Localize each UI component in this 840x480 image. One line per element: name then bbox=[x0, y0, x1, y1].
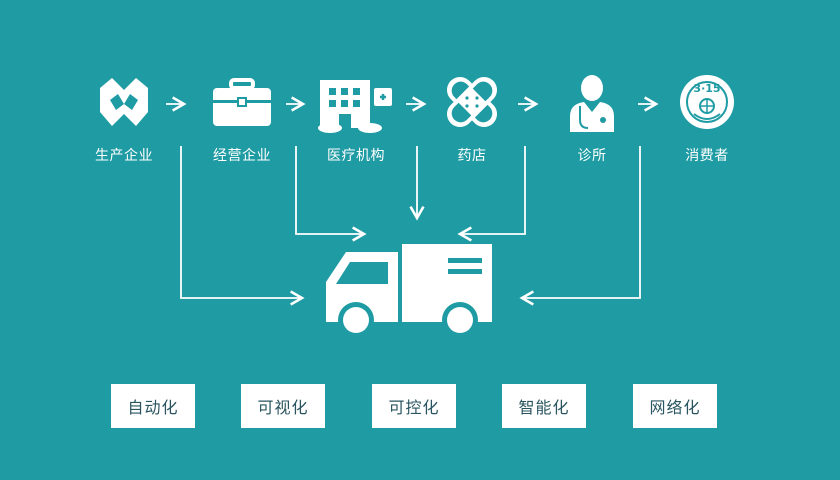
doctor-icon bbox=[570, 75, 614, 132]
feature-visualization: 可视化 bbox=[241, 384, 325, 428]
consumer-315-icon: 3·15 bbox=[680, 75, 734, 129]
connector-distributor-truck bbox=[295, 146, 367, 242]
node-label-consumer: 消费者 bbox=[685, 148, 729, 164]
node-label-distributor: 经营企业 bbox=[213, 148, 271, 164]
manufacturer-logo-icon bbox=[100, 78, 148, 126]
svg-text:3·15: 3·15 bbox=[693, 82, 720, 95]
node-label-pharmacy: 药店 bbox=[457, 148, 487, 164]
connector-manufacturer-truck bbox=[180, 146, 305, 306]
feature-intelligence: 智能化 bbox=[502, 384, 586, 428]
feature-networking: 网络化 bbox=[633, 384, 717, 428]
node-label-manufacturer: 生产企业 bbox=[95, 148, 153, 164]
hospital-icon bbox=[318, 80, 392, 133]
bandage-icon bbox=[446, 76, 498, 128]
briefcase-icon bbox=[213, 78, 271, 126]
feature-controllability: 可控化 bbox=[372, 384, 456, 428]
delivery-truck-icon bbox=[326, 244, 492, 338]
node-label-hospital: 医疗机构 bbox=[327, 148, 385, 164]
feature-automation: 自动化 bbox=[111, 384, 195, 428]
node-label-clinic: 诊所 bbox=[577, 148, 607, 164]
connector-consumer-truck bbox=[519, 146, 641, 306]
connector-pharmacy-truck bbox=[457, 146, 526, 242]
